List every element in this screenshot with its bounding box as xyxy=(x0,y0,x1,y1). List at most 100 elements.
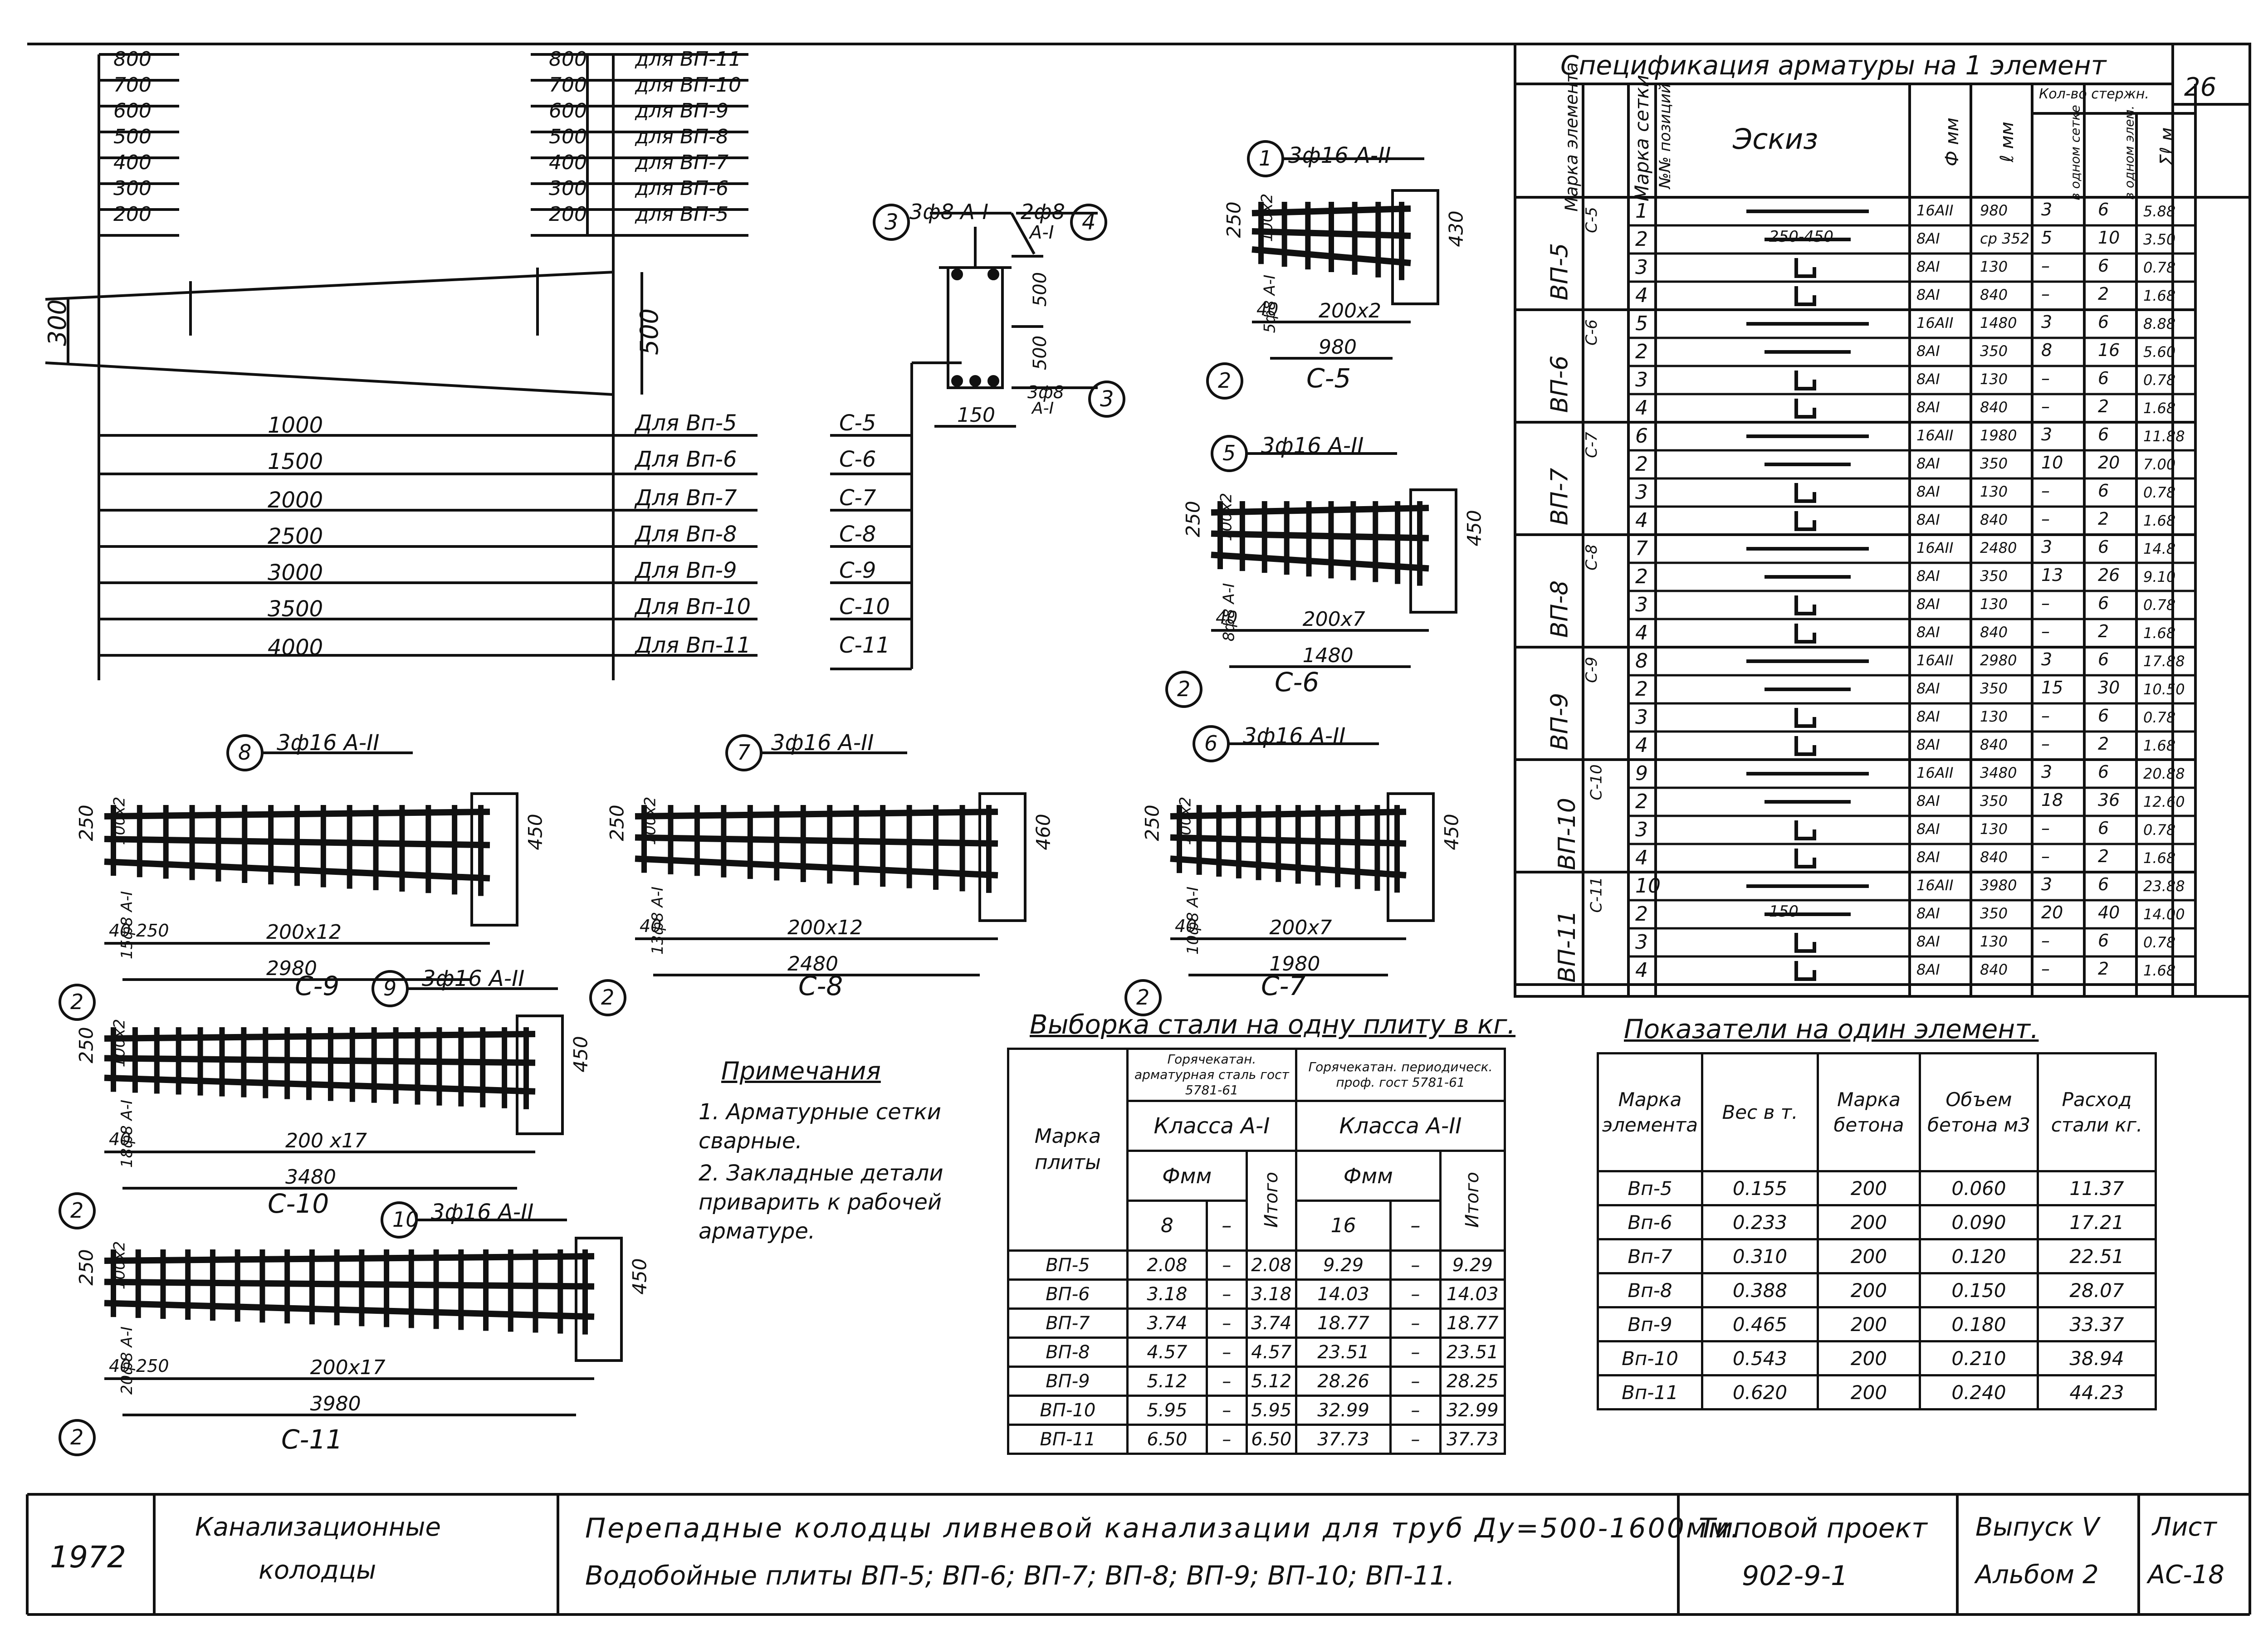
spec-element: ВП-11 xyxy=(1553,910,1581,983)
c7-bars-label: 3ф16 А-II xyxy=(1243,723,1346,749)
steel-cell: 18.77 xyxy=(1439,1307,1506,1339)
steel-cell: 9.29 xyxy=(1439,1249,1506,1281)
plan-width-target-6: для ВП-5 xyxy=(635,203,729,226)
c8-long-bar xyxy=(635,834,998,847)
c8-bars-label: 3ф16 А-II xyxy=(771,730,874,756)
c10-pos2-label: 2 xyxy=(70,1198,84,1223)
spec-head-d: Ф мм xyxy=(1941,117,1963,166)
c8-end-dim: 40 xyxy=(640,916,662,936)
category-line2: колодцы xyxy=(259,1556,376,1585)
spec-pos: 7 xyxy=(1635,537,1648,560)
plan-width-4: 400 xyxy=(113,151,152,174)
spec-sum: 10.50 xyxy=(2143,681,2185,698)
spec-pos: 4 xyxy=(1635,284,1648,307)
spec-diam: 8АI xyxy=(1916,736,1940,753)
spec-diam: 8АI xyxy=(1916,567,1940,585)
c7-inner-dim: 100x2 xyxy=(1176,796,1195,845)
c9-pos2-circle xyxy=(59,984,96,1021)
c5-bar2-label: 5ф8 А-I xyxy=(1261,274,1279,333)
c10-long-bar xyxy=(104,1074,536,1095)
indicators-cell: 200 xyxy=(1817,1272,1921,1308)
c11-total: 3980 xyxy=(310,1392,361,1415)
spec-pos: 3 xyxy=(1635,256,1648,279)
indicators-cell: 17.21 xyxy=(2037,1204,2157,1240)
c11-start-dim: 250 xyxy=(136,1356,169,1376)
steel-dash2: – xyxy=(1389,1200,1442,1252)
spec-per-el: 6 xyxy=(2098,256,2109,276)
spec-per-mesh: 3 xyxy=(2041,424,2053,444)
spec-per-el: 6 xyxy=(2098,649,2109,669)
spec-pos: 4 xyxy=(1635,846,1648,869)
spec-per-el: 10 xyxy=(2098,228,2120,248)
steel-cell: ВП-7 xyxy=(1007,1307,1129,1339)
steel-cell: 18.77 xyxy=(1295,1307,1392,1339)
steel-cell: ВП-8 xyxy=(1007,1336,1129,1368)
spec-diam: 8АI xyxy=(1916,905,1940,922)
spec-sum: 0.78 xyxy=(2143,371,2176,389)
spec-element: ВП-8 xyxy=(1546,580,1574,638)
c9-inner-dim: 100x2 xyxy=(110,796,129,845)
steel-fmm1: Фмм xyxy=(1126,1150,1248,1202)
plan-width-3: 500 xyxy=(113,125,152,148)
spec-per-mesh: – xyxy=(2041,931,2050,951)
indicators-cell: 38.94 xyxy=(2037,1340,2157,1376)
c8-total: 2480 xyxy=(787,952,838,976)
c6-long-bar xyxy=(1211,505,1429,516)
plan-width-1: 700 xyxy=(113,73,152,97)
spec-per-mesh: 5 xyxy=(2041,228,2053,248)
c9-end-dim: 40 xyxy=(109,921,131,941)
c8-bar2-label: 13ф8 А-I xyxy=(649,886,667,955)
spec-per-el: 6 xyxy=(2098,931,2109,951)
steel-table-title: Выборка стали на одну плиту в кг. xyxy=(1030,1009,1516,1040)
spec-length: 840 xyxy=(1980,961,2008,978)
c5-pos-label: 1 xyxy=(1259,146,1272,171)
spec-head-pos: №№ позиций xyxy=(1656,83,1675,189)
spec-diam: 16АII xyxy=(1916,764,1954,781)
spec-length: 130 xyxy=(1980,258,2008,275)
spec-sum: 0.78 xyxy=(2143,259,2176,276)
spec-length: 840 xyxy=(1980,736,2008,753)
c7-right-dim: 450 xyxy=(1440,814,1463,850)
spec-diam: 8АI xyxy=(1916,708,1940,725)
c11-pitch: 200x17 xyxy=(310,1356,386,1379)
c6-title: С-6 xyxy=(1275,667,1320,697)
c10-title: С-10 xyxy=(268,1188,329,1219)
spec-head-sketch: Эскиз xyxy=(1733,122,1818,156)
spec-per-el: 16 xyxy=(2098,340,2120,360)
plan-length-2: 2000 xyxy=(268,488,323,513)
spec-sum: 8.88 xyxy=(2143,315,2176,332)
spec-diam: 16АII xyxy=(1916,652,1954,669)
plan-width-right-5: 300 xyxy=(549,177,587,200)
plan-width-2: 600 xyxy=(113,99,152,122)
indicators-cell: Вп-6 xyxy=(1597,1204,1703,1240)
spec-diam: 8АI xyxy=(1916,258,1940,275)
indicators-cell: Вп-11 xyxy=(1597,1374,1703,1410)
c8-pos-label: 7 xyxy=(737,740,751,765)
spec-per-mesh: – xyxy=(2041,368,2050,388)
spec-per-el: 20 xyxy=(2098,453,2120,473)
spec-length: 1980 xyxy=(1980,427,2017,444)
spec-element: ВП-10 xyxy=(1553,798,1581,870)
c11-bar2-label: 20ф8 А-I xyxy=(118,1326,137,1395)
c7-left-dim: 250 xyxy=(1141,805,1163,841)
steel-fmm2: Фмм xyxy=(1295,1150,1442,1202)
bar3-label: 3ф8 А-I xyxy=(909,200,989,224)
c5-left-dim: 250 xyxy=(1222,201,1245,238)
plan-width-right-3: 500 xyxy=(549,125,587,148)
spec-pos: 6 xyxy=(1635,424,1648,448)
spec-sum: 1.68 xyxy=(2143,624,2176,642)
title-line1: Перепадные колодцы ливневой канализации … xyxy=(585,1512,1741,1544)
steel-class2: Класса А-II xyxy=(1295,1100,1506,1152)
spec-mesh: С-6 xyxy=(1582,319,1601,346)
indicators-cell: 200 xyxy=(1817,1204,1921,1240)
c11-pos2-circle xyxy=(59,1419,96,1456)
steel-cell: 32.99 xyxy=(1439,1395,1506,1426)
spec-per-el: 36 xyxy=(2098,790,2120,810)
steel-dash1: – xyxy=(1205,1200,1248,1252)
c11-right-dim: 450 xyxy=(628,1258,651,1295)
plan-mesh-label-2: С-7 xyxy=(839,485,876,511)
spec-sketch-hook xyxy=(1794,511,1816,531)
pos3-circle-label-2: 3 xyxy=(1100,386,1114,412)
spec-sketch-hook xyxy=(1794,933,1816,953)
spec-per-el: 26 xyxy=(2098,565,2120,585)
